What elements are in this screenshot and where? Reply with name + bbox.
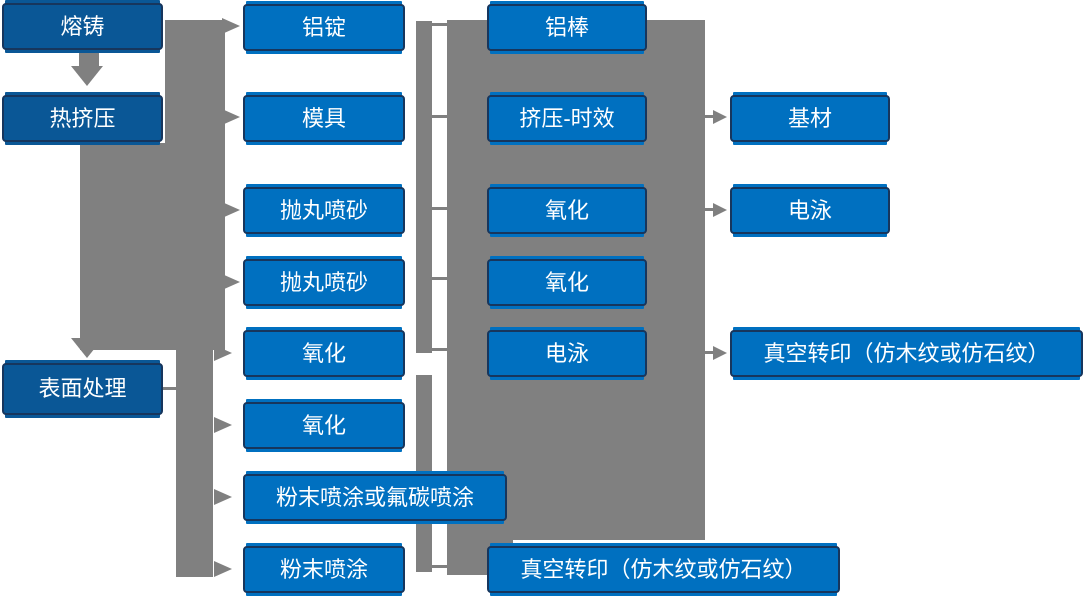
arrow-right-icon bbox=[713, 110, 727, 124]
connector-link bbox=[432, 207, 448, 210]
node-vacuum-transfer-print-bottom: 真空转印（仿木纹或仿石纹） bbox=[487, 546, 840, 593]
node-oxidation-3: 氧化 bbox=[487, 187, 647, 234]
connector-trunk-extrusion bbox=[80, 143, 225, 350]
node-label: 铝锭 bbox=[301, 14, 346, 40]
node-mold: 模具 bbox=[243, 95, 405, 142]
node-electrophoresis-2: 电泳 bbox=[730, 187, 890, 234]
stage-surface-treatment: 表面处理 bbox=[2, 363, 163, 415]
connector-link bbox=[432, 115, 448, 118]
node-label: 真空转印（仿木纹或仿石纹） bbox=[520, 556, 807, 582]
arrow-right-icon bbox=[713, 346, 727, 360]
node-label: 抛丸喷砂 bbox=[279, 269, 368, 295]
node-label: 电泳 bbox=[787, 197, 832, 223]
arrow-right-icon bbox=[214, 417, 232, 433]
stage-label: 表面处理 bbox=[38, 376, 127, 401]
connector-link bbox=[432, 565, 448, 568]
connector-trunk-casting bbox=[165, 20, 225, 145]
node-label: 抛丸喷砂 bbox=[279, 197, 368, 223]
node-label: 基材 bbox=[787, 105, 832, 131]
node-label: 粉末喷涂或氟碳喷涂 bbox=[275, 484, 474, 510]
node-substrate: 基材 bbox=[730, 95, 890, 142]
stage-hot-extrusion: 热挤压 bbox=[2, 95, 163, 142]
node-powder-or-fluorocarbon-coating: 粉末喷涂或氟碳喷涂 bbox=[243, 474, 507, 521]
stage-melting-casting: 熔铸 bbox=[2, 3, 163, 50]
arrow-right-icon bbox=[222, 109, 240, 125]
connector-surface-link bbox=[163, 387, 177, 390]
node-label: 氧化 bbox=[301, 412, 346, 438]
arrow-right-icon bbox=[713, 203, 727, 217]
node-oxidation-1: 氧化 bbox=[243, 330, 405, 377]
node-label: 氧化 bbox=[544, 197, 589, 223]
node-electrophoresis-1: 电泳 bbox=[487, 330, 647, 377]
connector-output-tail bbox=[705, 351, 714, 354]
connector-bar-upper bbox=[416, 21, 432, 353]
connector-link bbox=[432, 277, 448, 280]
connector-link bbox=[432, 23, 448, 26]
connector-output-tail bbox=[705, 208, 714, 211]
node-shot-blasting-1: 抛丸喷砂 bbox=[243, 187, 405, 234]
node-oxidation-4: 氧化 bbox=[487, 259, 647, 306]
node-powder-coating: 粉末喷涂 bbox=[243, 546, 405, 593]
arrow-down-icon bbox=[71, 66, 103, 86]
connector-output-tail bbox=[705, 115, 714, 118]
node-label: 氧化 bbox=[544, 269, 589, 295]
connector-trunk-surface bbox=[176, 350, 213, 577]
node-aluminum-rod: 铝棒 bbox=[487, 4, 647, 51]
stage-label: 热挤压 bbox=[49, 105, 116, 131]
arrow-right-icon bbox=[222, 18, 240, 34]
arrow-right-icon bbox=[214, 561, 232, 577]
node-label: 挤压-时效 bbox=[519, 105, 615, 131]
connector-link bbox=[432, 348, 448, 351]
node-label: 粉末喷涂 bbox=[279, 556, 368, 582]
node-vacuum-transfer-print-right: 真空转印（仿木纹或仿石纹） bbox=[730, 330, 1083, 377]
arrow-right-icon bbox=[214, 489, 232, 505]
node-aluminum-ingot: 铝锭 bbox=[243, 4, 405, 51]
node-label: 真空转印（仿木纹或仿石纹） bbox=[763, 340, 1050, 366]
connector-bar-lower bbox=[416, 375, 432, 572]
node-label: 模具 bbox=[301, 105, 346, 131]
node-label: 铝棒 bbox=[544, 14, 589, 40]
stage-label: 熔铸 bbox=[60, 13, 105, 39]
node-oxidation-2: 氧化 bbox=[243, 402, 405, 449]
connector-stub-casting-down bbox=[79, 49, 99, 68]
node-extrusion-aging: 挤压-时效 bbox=[487, 95, 647, 142]
node-label: 电泳 bbox=[544, 340, 589, 366]
node-shot-blasting-2: 抛丸喷砂 bbox=[243, 259, 405, 306]
arrow-right-icon bbox=[222, 274, 240, 290]
node-label: 氧化 bbox=[301, 340, 346, 366]
arrow-right-icon bbox=[222, 202, 240, 218]
